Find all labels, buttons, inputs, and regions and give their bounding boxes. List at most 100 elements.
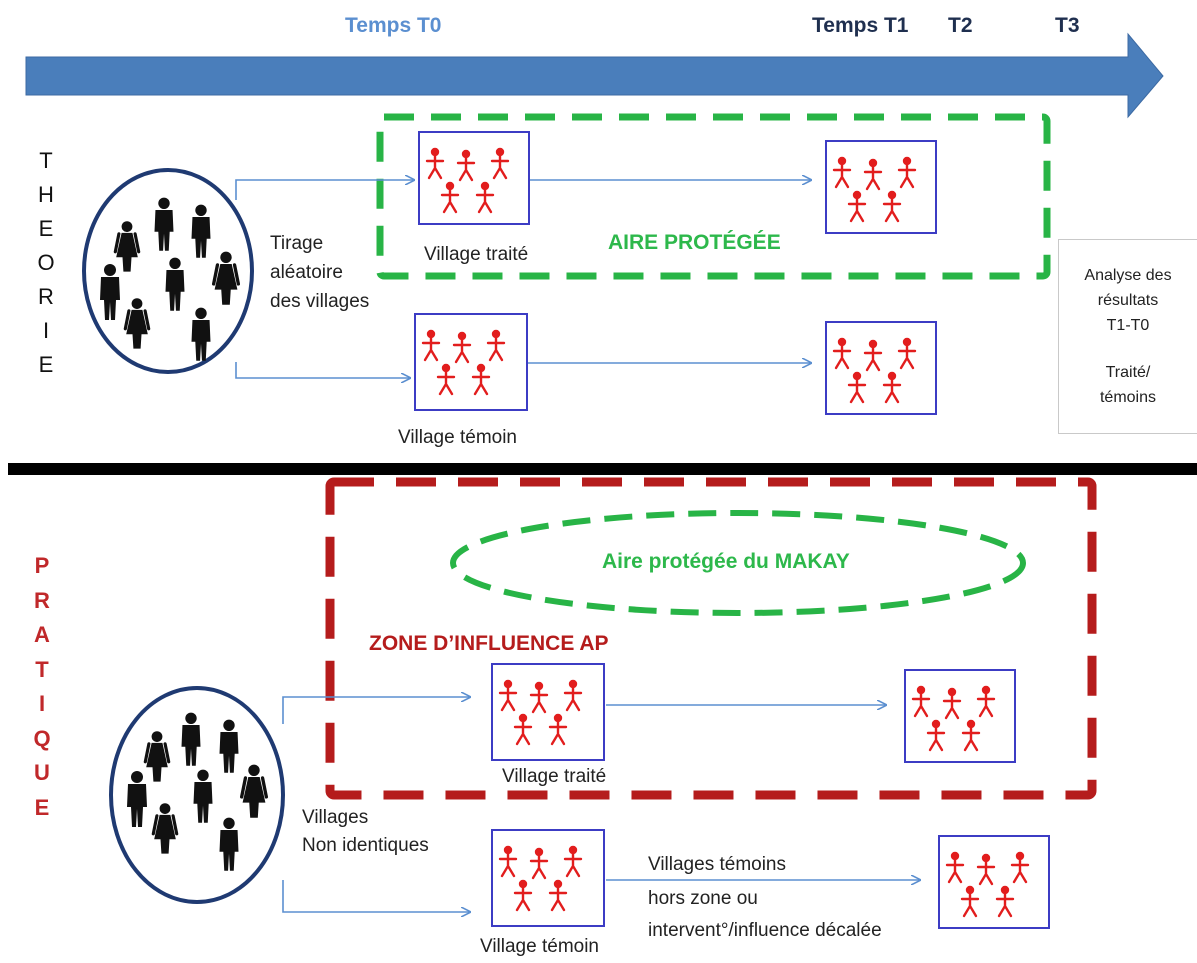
influence-zone-label: ZONE D’INFLUENCE AP xyxy=(369,632,609,655)
theory-control-box-t0 xyxy=(414,313,528,411)
stick-figure-icon xyxy=(498,845,518,878)
practice-connector-treated xyxy=(282,697,470,724)
practice-letter: E xyxy=(34,794,50,820)
theory-treated-label: Village traité xyxy=(424,244,529,265)
stick-figure-icon xyxy=(452,331,472,364)
person-silhouette-icon xyxy=(113,221,141,272)
practice-treated-box-t1 xyxy=(904,669,1016,763)
theory-treated-box-t0 xyxy=(418,131,530,225)
timeline-label-t0: Temps T0 xyxy=(345,14,442,37)
theory-letter: E xyxy=(38,216,54,241)
stick-figure-icon xyxy=(1010,851,1030,884)
practice-connector-control xyxy=(282,880,470,912)
person-silhouette-icon xyxy=(219,817,239,871)
person-silhouette-icon xyxy=(123,298,151,349)
makay-protected-area-ellipse xyxy=(450,510,1026,616)
stick-figure-icon xyxy=(832,156,852,189)
stick-figure-icon xyxy=(513,713,533,746)
person-silhouette-icon xyxy=(154,197,174,251)
person-silhouette-icon xyxy=(219,719,239,773)
stick-figure-icon xyxy=(945,851,965,884)
person-silhouette-icon xyxy=(191,307,211,361)
practice-letter: P xyxy=(34,553,50,578)
stick-figure-icon xyxy=(471,363,491,396)
control-note-line1: Villages témoins xyxy=(648,854,787,875)
stick-figure-icon xyxy=(498,679,518,712)
stick-figure-icon xyxy=(995,885,1015,918)
stick-figure-icon xyxy=(976,853,996,886)
person-silhouette-icon xyxy=(100,264,120,320)
practice-letter: I xyxy=(38,691,46,716)
stick-figure-icon xyxy=(456,149,476,182)
theory-connector-treated xyxy=(235,180,414,200)
stick-figure-icon xyxy=(863,339,883,372)
control-note-line3: intervent°/influence décalée xyxy=(648,920,882,941)
analysis-line: résultats xyxy=(1097,292,1159,309)
practice-treated-label: Village traité xyxy=(502,766,607,787)
practice-control-label: Village témoin xyxy=(480,936,600,957)
stick-figure-icon xyxy=(440,181,460,214)
theory-treated-box-t1 xyxy=(825,140,937,234)
practice-treated-box-t0 xyxy=(491,663,605,761)
stick-figure-icon xyxy=(513,879,533,912)
analysis-line: T1-T0 xyxy=(1106,317,1150,334)
practice-control-box-t1 xyxy=(938,835,1050,929)
theory-letter: H xyxy=(38,182,54,207)
analysis-line: témoins xyxy=(1099,389,1157,406)
timeline-label-t1: Temps T1 xyxy=(812,14,909,37)
theory-letter: O xyxy=(37,250,55,275)
stick-figure-icon xyxy=(475,181,495,214)
section-divider xyxy=(8,463,1197,475)
stick-figure-icon xyxy=(548,879,568,912)
stick-figure-icon xyxy=(897,156,917,189)
stick-figure-icon xyxy=(882,190,902,223)
theory-letter: T xyxy=(39,148,53,173)
stick-figure-icon xyxy=(529,681,549,714)
theory-protected-area-frame xyxy=(376,113,1051,280)
stick-figure-icon xyxy=(832,337,852,370)
makay-protected-area-label: Aire protégée du MAKAY xyxy=(602,550,850,573)
theory-connector-control xyxy=(235,362,410,378)
person-silhouette-icon xyxy=(191,204,211,258)
stick-figure-icon xyxy=(863,158,883,191)
theory-vertical-label: T H E O R I E xyxy=(32,144,60,382)
stick-figure-icon xyxy=(490,147,510,180)
stick-figure-icon xyxy=(563,679,583,712)
influence-zone-frame xyxy=(325,477,1097,800)
analysis-line: Analyse des xyxy=(1084,267,1172,284)
population-text-line2: Non identiques xyxy=(302,835,429,856)
stick-figure-icon xyxy=(976,685,996,718)
practice-vertical-label: P R A T I Q U E xyxy=(28,549,56,825)
stick-figure-icon xyxy=(911,685,931,718)
person-silhouette-icon xyxy=(193,769,213,823)
theory-letter: E xyxy=(38,352,54,377)
theory-control-box-t1 xyxy=(825,321,937,415)
person-silhouette-icon xyxy=(181,712,201,766)
stick-figure-icon xyxy=(847,371,867,404)
control-note-line2: hors zone ou xyxy=(648,888,758,909)
practice-letter: Q xyxy=(33,725,51,751)
sampling-description: Tirage aléatoire des villages xyxy=(270,233,370,312)
practice-letter: U xyxy=(34,760,50,785)
stick-figure-icon xyxy=(961,719,981,752)
stick-figure-icon xyxy=(548,713,568,746)
stick-figure-icon xyxy=(486,329,506,362)
practice-control-box-t0 xyxy=(491,829,605,927)
population-text-line1: Villages xyxy=(302,807,369,828)
person-silhouette-icon xyxy=(143,731,171,782)
person-silhouette-icon xyxy=(211,251,241,305)
results-analysis-box: Analyse des résultats T1-T0 Traité/ témo… xyxy=(1058,239,1197,434)
stick-figure-icon xyxy=(897,337,917,370)
practice-letter: R xyxy=(34,587,50,613)
theory-letter: I xyxy=(42,318,50,343)
person-silhouette-icon xyxy=(239,764,269,818)
theory-letter: R xyxy=(38,284,54,309)
timeline-label-t2: T2 xyxy=(948,14,973,37)
person-silhouette-icon xyxy=(151,803,179,854)
timeline-label-t3: T3 xyxy=(1055,14,1080,37)
stick-figure-icon xyxy=(960,885,980,918)
practice-letter: A xyxy=(34,622,50,647)
stick-figure-icon xyxy=(563,845,583,878)
theory-control-label: Village témoin xyxy=(398,427,518,448)
